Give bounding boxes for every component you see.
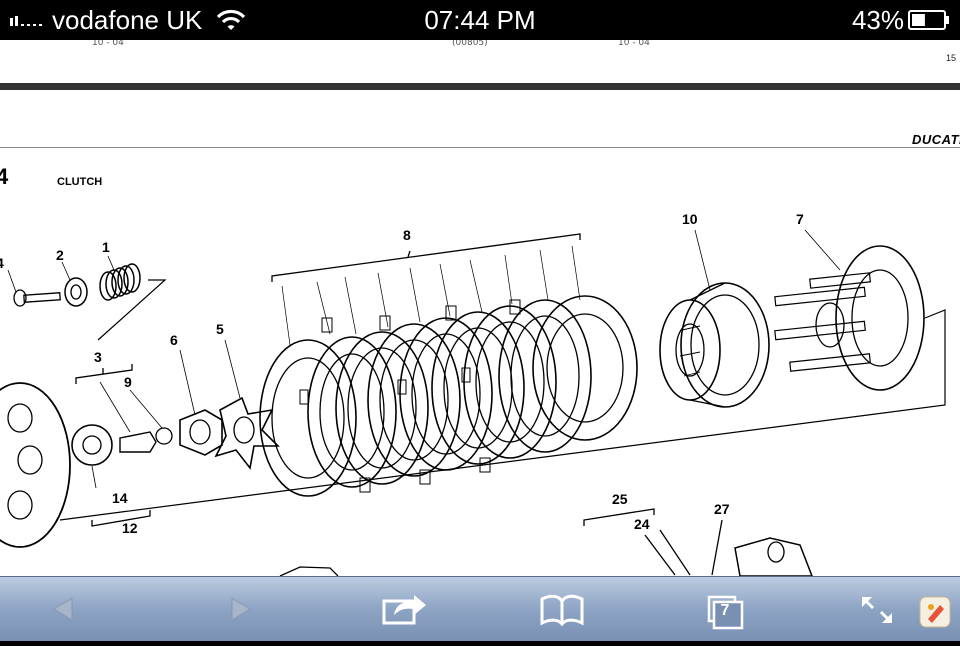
fullscreen-icon (862, 597, 892, 623)
status-bar: vodafone UK 07:44 PM 43% (0, 0, 960, 40)
battery-percentage: 43% (851, 5, 904, 35)
app-icon (919, 596, 951, 628)
callout-2: 2 (56, 247, 64, 263)
callout-3: 3 (94, 349, 102, 365)
section-title: CLUTCH (57, 176, 103, 188)
callout-12: 12 (122, 520, 138, 536)
previous-page-footer: 10 - 04 (00805) 10 - 04 (92, 40, 650, 48)
tabs-icon (707, 595, 744, 630)
callout-10: 10 (682, 211, 698, 227)
callout-24: 24 (634, 516, 650, 532)
clock: 07:44 PM (424, 5, 536, 35)
fullscreen-button[interactable] (838, 577, 918, 641)
tabs-button[interactable] (686, 577, 766, 641)
bookmarks-icon (540, 594, 584, 627)
section-number: 4 (0, 164, 9, 189)
callout-25: 25 (612, 491, 628, 507)
open-tabs-count: 7 (720, 602, 730, 619)
brand-logo: DUCATI (912, 132, 960, 147)
share-icon (382, 595, 426, 625)
forward-button[interactable] (198, 577, 278, 641)
browser-toolbar (0, 576, 960, 641)
callout-9: 9 (124, 374, 132, 390)
carrier-name: vodafone UK (52, 5, 203, 35)
wifi-icon (216, 9, 246, 30)
back-icon (53, 597, 73, 621)
share-button[interactable] (364, 577, 444, 641)
header-rule (0, 147, 960, 148)
page-separator (0, 83, 960, 90)
callout-4: 4 (0, 255, 4, 271)
callout-5: 5 (216, 321, 224, 337)
page-viewport[interactable]: 10 - 04 (00805) 10 - 04 15 DUCATI 4 CLUT… (0, 40, 960, 576)
callout-8: 8 (403, 227, 411, 243)
page-number: 15 (945, 53, 956, 63)
callout-14: 14 (112, 490, 128, 506)
battery-icon (908, 10, 949, 30)
clutch-exploded-diagram: 1 2 3 4 5 6 7 8 9 10 12 14 24 25 27 (0, 211, 946, 576)
callout-1: 1 (102, 239, 110, 255)
callout-27: 27 (714, 501, 730, 517)
callout-7: 7 (796, 211, 804, 227)
app-shortcut-button[interactable] (904, 577, 960, 641)
bookmarks-button[interactable] (522, 577, 602, 641)
signal-icon (10, 16, 42, 26)
callout-6: 6 (170, 332, 178, 348)
forward-icon (231, 597, 251, 621)
back-button[interactable] (26, 577, 106, 641)
